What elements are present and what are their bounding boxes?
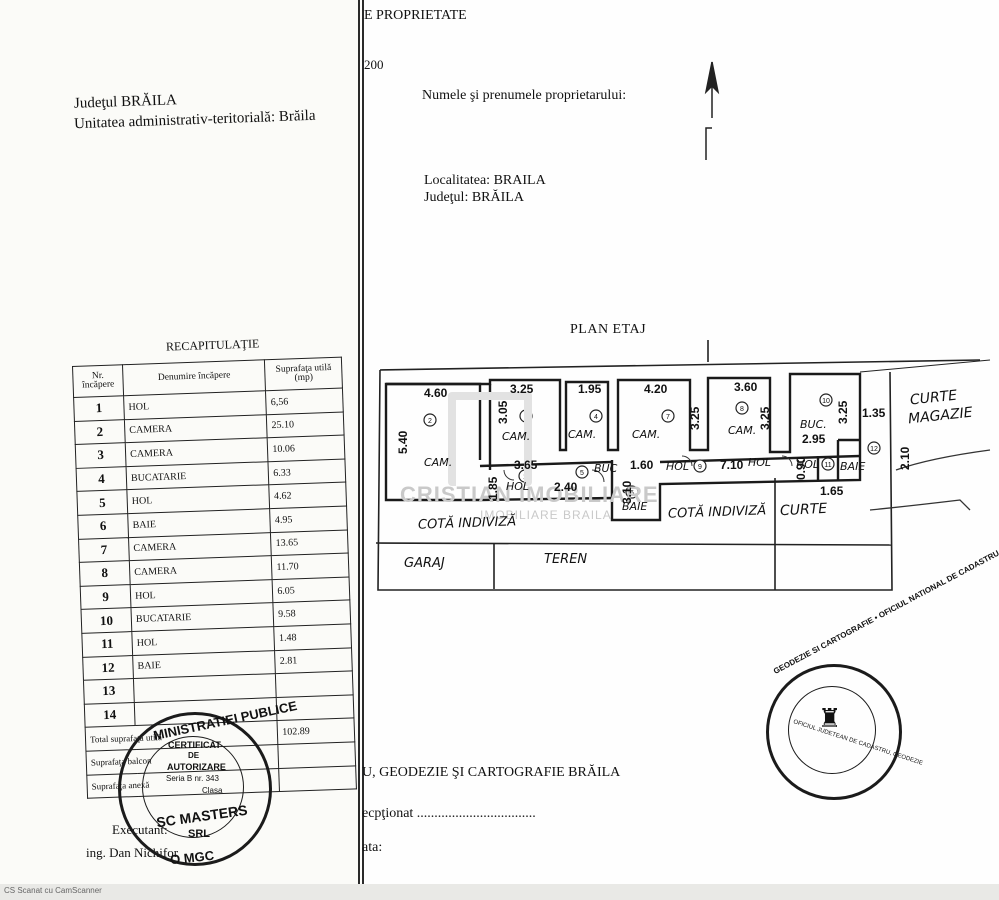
room-number-marker bbox=[575, 465, 589, 479]
dimension-label: 1.85 bbox=[486, 476, 500, 500]
label-garaj: GARAJ bbox=[404, 556, 445, 571]
room-number-marker bbox=[821, 457, 835, 471]
left-stamp-srl: SRL bbox=[188, 828, 210, 840]
left-stamp-l4: Seria B nr. 343 bbox=[166, 774, 219, 783]
label-curte-bottom: CURTE bbox=[779, 500, 828, 520]
room-label: HOL bbox=[666, 460, 690, 473]
right-stamp-inner-ring bbox=[788, 686, 876, 774]
watermark-brand: CRISTIAN IMOBILIARE bbox=[400, 482, 659, 507]
dimension-label: 5.40 bbox=[396, 430, 410, 454]
dimension-label: 3.60 bbox=[734, 380, 758, 394]
data-label: ata: bbox=[362, 840, 383, 855]
dimension-label: 2.95 bbox=[802, 432, 826, 446]
left-stamp-l1: CERTIFICAT bbox=[168, 740, 221, 750]
dimension-label: 3.25 bbox=[758, 406, 772, 430]
dimension-label: 3.25 bbox=[510, 382, 534, 396]
dimension-label: 1.35 bbox=[862, 406, 886, 420]
room-label: CAM. bbox=[568, 428, 597, 441]
left-stamp-l2: DE bbox=[188, 751, 200, 760]
room-number: 11 bbox=[824, 462, 831, 469]
room-label: CAM. bbox=[424, 456, 453, 469]
room-number: 9 bbox=[698, 464, 702, 471]
year-prefix: 200 bbox=[364, 57, 384, 72]
proprietate-title: E PROPRIETATE bbox=[364, 8, 467, 23]
dimension-label: 3.25 bbox=[836, 400, 850, 424]
room-number: 12 bbox=[870, 446, 878, 453]
room-number: 2 bbox=[428, 418, 432, 425]
room-number: 7 bbox=[666, 414, 670, 421]
room-label: HOL bbox=[506, 480, 530, 493]
footer-text: CS Scanat cu CamScanner bbox=[4, 886, 102, 895]
room-number-marker bbox=[589, 409, 603, 423]
room-label: HOL bbox=[748, 456, 772, 469]
dimension-label: 2.40 bbox=[554, 480, 578, 494]
watermark-sub: IMOBILIARE BRAILA bbox=[480, 508, 612, 522]
room-number-marker bbox=[423, 413, 437, 427]
owner-label: Numele şi prenumele proprietarului: bbox=[422, 88, 627, 103]
room-number: 6 bbox=[630, 490, 634, 497]
room-number: 10 bbox=[822, 398, 830, 405]
room-label: CAM. bbox=[728, 424, 757, 437]
dimension-label: 1.65 bbox=[820, 484, 844, 498]
geodezie-office: U, GEODEZIE ŞI CARTOGRAFIE BRĂILA bbox=[362, 765, 621, 780]
room-number-marker bbox=[735, 401, 749, 415]
coat-of-arms-icon: ♜ bbox=[818, 704, 842, 733]
plan-title: PLAN ETAJ bbox=[570, 322, 647, 337]
watermark-logo-icon bbox=[448, 392, 532, 486]
dimension-label: 3.25 bbox=[688, 406, 702, 430]
room-number-marker bbox=[661, 409, 675, 423]
dimension-label: 4.20 bbox=[644, 382, 668, 396]
room-number-marker bbox=[693, 459, 707, 473]
room-label: BUC. bbox=[800, 418, 827, 431]
dimension-label: 7.10 bbox=[720, 458, 744, 472]
room-number-marker bbox=[625, 485, 639, 499]
dimension-label: 3.05 bbox=[496, 400, 510, 424]
room-number-marker bbox=[819, 393, 833, 407]
left-round-stamp bbox=[118, 712, 272, 866]
dimension-label: 2.10 bbox=[898, 446, 912, 470]
left-stamp-l3: AUTORIZARE bbox=[167, 762, 226, 772]
room-number: 4 bbox=[594, 414, 598, 421]
room-label: BAIE bbox=[622, 500, 648, 513]
room-number: 5 bbox=[580, 470, 584, 477]
dimension-label: 1.95 bbox=[578, 382, 602, 396]
left-stamp-l5: Clasa bbox=[202, 786, 223, 795]
room-label: CAM. bbox=[632, 428, 661, 441]
judet-right: Judeţul: BRĂILA bbox=[424, 190, 524, 205]
dimension-label: 3.65 bbox=[514, 458, 538, 472]
room-label: BUC bbox=[594, 462, 618, 475]
building-outline bbox=[384, 372, 862, 522]
left-stamp-inner-ring bbox=[142, 736, 244, 838]
room-label: BAIE bbox=[840, 460, 866, 473]
right-round-stamp bbox=[766, 664, 902, 800]
localitate: Localitatea: BRAILA bbox=[424, 173, 546, 188]
receptionat-label: ecpţionat ..............................… bbox=[362, 806, 536, 821]
north-arrow-icon bbox=[704, 61, 720, 160]
room-number: 8 bbox=[740, 406, 744, 413]
room-number-marker bbox=[867, 441, 881, 455]
room-label: CAM. bbox=[502, 430, 531, 443]
dimension-label: 4.60 bbox=[424, 386, 448, 400]
label-teren: TEREN bbox=[544, 552, 588, 567]
footer-strip bbox=[0, 884, 999, 900]
room-label: HOL bbox=[796, 458, 820, 471]
dimension-label: 1.60 bbox=[630, 458, 654, 472]
